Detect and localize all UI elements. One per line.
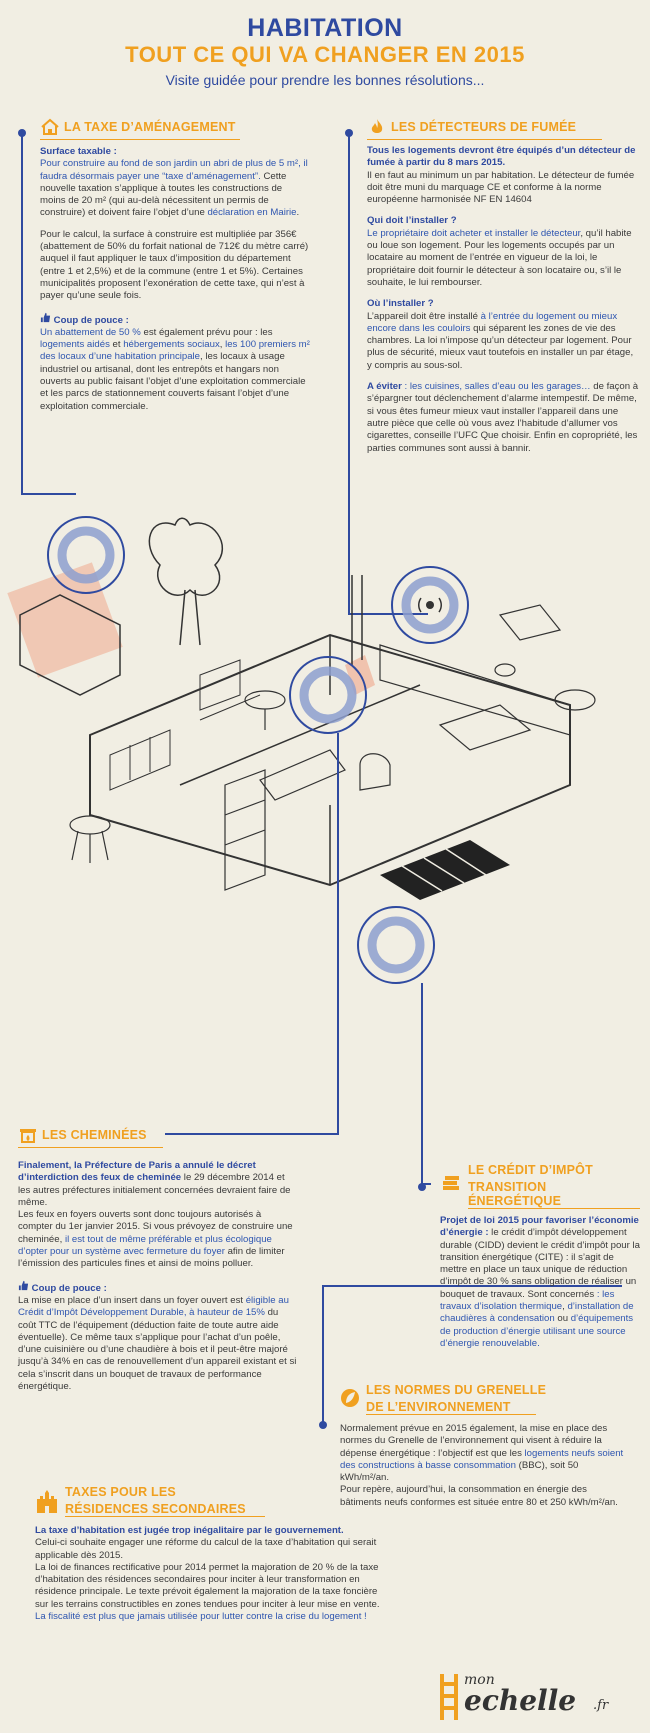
body-text: Pour repère, aujourd’hui, la consommatio… (340, 1484, 618, 1508)
highlight-text: les 100 premiers m² des locaux d’une hab… (40, 339, 310, 363)
body-text: , (562, 1301, 568, 1313)
logo-echelle: echelle (464, 1684, 577, 1717)
leaf-icon (341, 1389, 359, 1407)
body-text: et (109, 339, 124, 351)
timeline-line-left-h (21, 493, 76, 495)
section-title-line2: RÉSIDENCES SECONDAIRES (65, 1502, 265, 1517)
connector-cheminees-h (165, 1133, 339, 1135)
highlight-text: éligible au Crédit d’Impôt Développement… (18, 1294, 289, 1319)
body-text: Normalement prévue en 2015 également, la… (340, 1423, 608, 1459)
body-text: Il en faut au minimum un par habitation.… (367, 169, 635, 206)
castle-icon (37, 1490, 57, 1513)
subheading: Tous les logements devront être équipés … (367, 145, 636, 169)
subheading: Coup de pouce : (31, 1282, 107, 1294)
logo-fr: .fr (593, 1698, 609, 1713)
connector-grenelle-h (322, 1285, 622, 1287)
timeline-line-left (21, 133, 23, 493)
subheading: Surface taxable : (40, 146, 117, 157)
subheading: Coup de pouce : (53, 314, 129, 326)
section-title: LA TAXE D’AMÉNAGEMENT (64, 120, 236, 135)
monechelle-logo: mon echelle .fr (438, 1672, 638, 1722)
body-text: Cette nouvelle taxation s’applique à tou… (40, 170, 287, 219)
body-text: L’appareil doit être installé (367, 310, 481, 322)
section-detecteurs: LES DÉTECTEURS DE FUMÉE Tous les logemen… (367, 117, 639, 464)
connector-credit-v (421, 983, 423, 1183)
body-text: (BBC), soit 50 kWh/m²/an. (340, 1459, 579, 1484)
section-title-line2: DE L’ENVIRONNEMENT (366, 1400, 536, 1415)
subheading: A éviter (367, 381, 402, 393)
section-title: LES DÉTECTEURS DE FUMÉE (391, 120, 577, 135)
body-text: Les feux en foyers ouverts sont donc tou… (18, 1209, 293, 1245)
body-text: le crédit d’impôt développement durable … (440, 1227, 640, 1300)
section-title: LE CRÉDIT D’IMPÔT (468, 1163, 593, 1177)
highlight-text: logements aidés (40, 339, 110, 351)
section-credit-impot: LE CRÉDIT D’IMPÔT TRANSITION ÉNERGÉTIQUE… (440, 1163, 640, 1359)
highlight-text: La fiscalité est plus que jamais utilisé… (35, 1611, 367, 1623)
highlight-text: d’installation de chaudières à condensat… (440, 1301, 634, 1325)
body-text: La mise en place d’un insert dans un foy… (18, 1294, 246, 1306)
thumbs-up-icon (40, 312, 51, 322)
timeline-dot-credit (418, 1183, 426, 1191)
section-title: LES CHEMINÉES (42, 1128, 147, 1143)
coins-icon (443, 1176, 459, 1190)
body-text: le 29 décembre 2014 et les autres préfec… (18, 1172, 291, 1208)
section-grenelle: LES NORMES DU GRENELLE DE L’ENVIRONNEMEN… (340, 1383, 630, 1518)
body-text: , (219, 339, 226, 351)
section-title: LES NORMES DU GRENELLE (366, 1383, 547, 1397)
highlight-text: : les cuisines, salles d’eau ou les gara… (401, 381, 591, 393)
body-text: de façon à s’épargner tout déclenchement… (367, 381, 639, 454)
highlight-text: Pour construire au fond de son jardin un… (40, 158, 308, 182)
subheading: Finalement, la Préfecture de Paris a ann… (18, 1160, 256, 1184)
highlight-text: déclaration en Mairie (207, 207, 297, 219)
house-icon (41, 118, 59, 135)
section-title-line2: TRANSITION ÉNERGÉTIQUE (468, 1180, 640, 1209)
body-text: afin de limiter l’émission des particule… (18, 1246, 285, 1270)
timeline-line-right-h (348, 613, 428, 615)
fire-icon (371, 119, 383, 133)
body-text: qui séparent les zones de vie des chambr… (367, 322, 634, 371)
body-text: Celui-ci souhaite engager une réforme du… (35, 1537, 377, 1561)
thumbs-up-icon (18, 1280, 29, 1290)
page-tagline: Visite guidée pour prendre les bonnes ré… (165, 72, 485, 88)
subheading: Projet de loi 2015 pour favoriser l’écon… (440, 1215, 639, 1239)
page-subtitle: TOUT CE QUI VA CHANGER EN 2015 (125, 42, 525, 67)
subheading: La taxe d’habitation est jugée trop inég… (35, 1525, 344, 1536)
logo-mon: mon (464, 1672, 495, 1688)
highlight-text: à l’entrée du logement ou mieux encore d… (367, 310, 618, 334)
connector-credit-h (421, 1183, 431, 1185)
highlight-text: d’équipements de production d’énergie ut… (440, 1313, 634, 1349)
body-text: Pour le calcul, la surface à construire … (40, 228, 309, 302)
highlight-text: hébergements sociaux (123, 339, 220, 351)
body-text: , les locaux à usage industriel ou artis… (40, 351, 306, 412)
section-taxe-amenagement: LA TAXE D’AMÉNAGEMENT Surface taxable : … (40, 117, 310, 422)
highlight-text: logements neufs soient des constructions… (340, 1447, 624, 1471)
ladder-icon (440, 1674, 458, 1720)
section-cheminees: LES CHEMINÉES Finalement, la Préfecture … (18, 1125, 298, 1402)
body-text: du coût TTC de l’équipement (déduction f… (18, 1307, 297, 1393)
section-title: TAXES POUR LES (65, 1485, 176, 1499)
subheading: Où l’installer ? (367, 298, 434, 310)
body-text: . (296, 207, 300, 219)
timeline-dot-grenelle (319, 1421, 327, 1429)
highlight-text: Le propriétaire doit acheter et installe… (367, 227, 581, 239)
subheading: Qui doit l’installer ? (367, 215, 457, 227)
connector-cheminees-v (337, 733, 339, 1133)
highlight-text: il est tout de même préférable et plus é… (18, 1233, 272, 1258)
body-text: est également prévu pour : les (140, 326, 273, 338)
highlight-text: : les travaux d’isolation thermique (440, 1288, 615, 1313)
body-text: , qu’il habite ou loue son logement. Pou… (367, 227, 632, 288)
timeline-line-right (348, 133, 350, 613)
fireplace-icon (20, 1129, 36, 1143)
house-illustration (7, 516, 596, 984)
page-title: HABITATION (247, 14, 403, 42)
connector-grenelle-v (322, 1285, 324, 1425)
body-text: ou (554, 1313, 571, 1325)
highlight-text: Un abattement de 50 % (40, 326, 141, 338)
section-residences: TAXES POUR LES RÉSIDENCES SECONDAIRES La… (35, 1485, 380, 1632)
body-text: La loi de finances rectificative pour 20… (35, 1561, 380, 1610)
